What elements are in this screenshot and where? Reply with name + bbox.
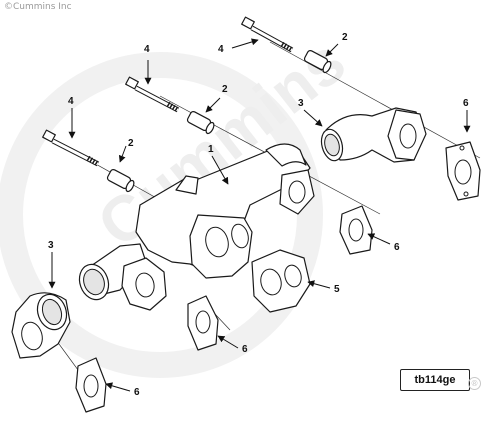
callout-6-upper-right: 6 xyxy=(463,98,469,109)
exhaust-manifold-center xyxy=(78,143,315,311)
callout-5-double-gasket: 5 xyxy=(334,284,340,295)
spacer-upper xyxy=(303,49,332,74)
callout-6-lower-left: 6 xyxy=(134,387,140,398)
slip-joint-right xyxy=(320,107,427,163)
figure-id-tag: tb114ge xyxy=(400,369,470,391)
registered-trademark-icon: ® xyxy=(468,377,481,390)
gasket-double-port xyxy=(251,249,311,313)
callout-6-center-right: 6 xyxy=(394,242,400,253)
gasket-center-right xyxy=(339,205,373,255)
spacer-middle xyxy=(186,110,215,135)
callout-3-lower: 3 xyxy=(48,240,54,251)
callout-4-upper: 4 xyxy=(218,44,224,55)
copyright-notice: ©Cummins Inc xyxy=(4,2,72,12)
callout-2-upper: 2 xyxy=(342,32,348,43)
callout-6-lower-center: 6 xyxy=(242,344,248,355)
slip-joint-left xyxy=(11,292,71,359)
callout-1-manifold: 1 xyxy=(208,144,214,155)
gasket-lower-center xyxy=(187,295,219,351)
capscrew-upper xyxy=(241,16,294,53)
capscrew-middle xyxy=(125,76,180,113)
spacer-lower xyxy=(106,168,135,193)
gasket-lower-left xyxy=(75,357,107,413)
gasket-upper-right xyxy=(445,141,481,201)
callout-leaders xyxy=(48,38,471,392)
callout-2-middle: 2 xyxy=(222,84,228,95)
callout-4-middle: 4 xyxy=(144,44,150,55)
callout-4-lower: 4 xyxy=(68,96,74,107)
callout-numbers: 4 2 4 2 3 6 4 2 1 6 3 5 6 6 xyxy=(48,32,469,398)
capscrew-lower xyxy=(42,129,100,167)
callout-3-upper: 3 xyxy=(298,98,304,109)
callout-2-lower: 2 xyxy=(128,138,134,149)
